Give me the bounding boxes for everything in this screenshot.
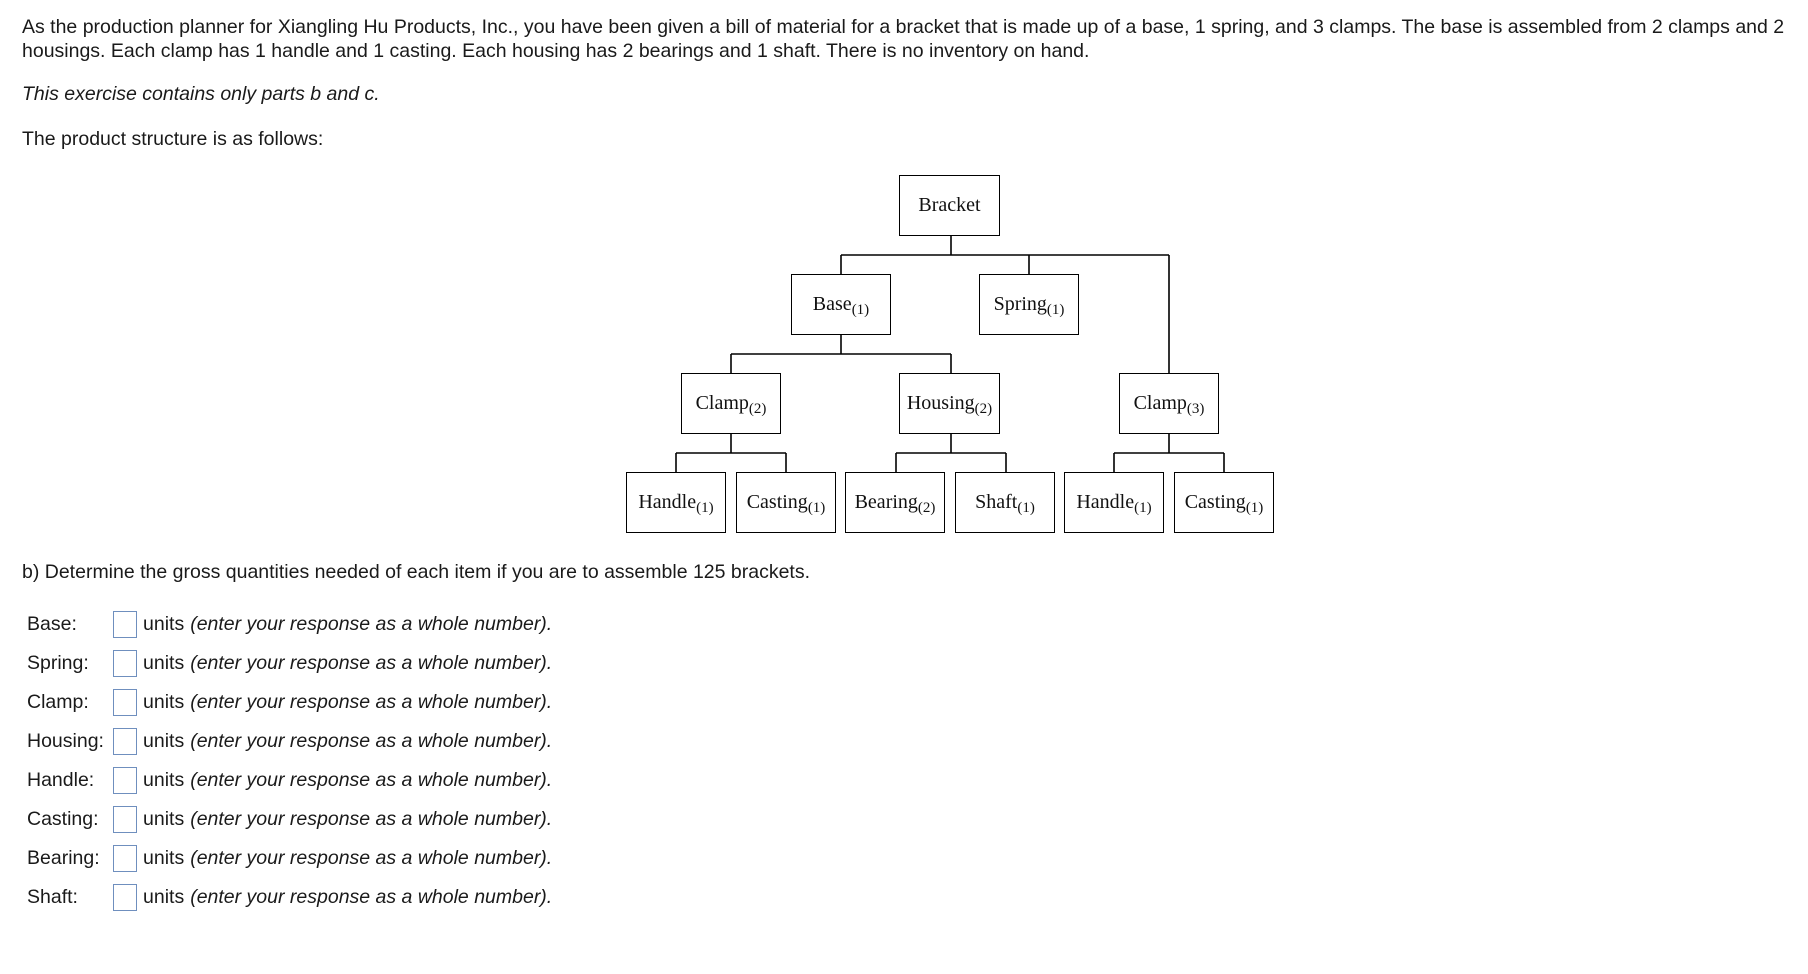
- hint-text: (enter your response as a whole number).: [190, 885, 553, 908]
- bearing-quantity-input[interactable]: [113, 844, 137, 872]
- shaft-quantity-input[interactable]: [113, 883, 137, 911]
- node-name: Base: [812, 293, 852, 315]
- node-qty: (1): [696, 500, 714, 516]
- node-qty: (2): [917, 500, 936, 516]
- node-name: Clamp: [1133, 392, 1187, 414]
- clamp-quantity-input[interactable]: [113, 688, 137, 716]
- answer-label: Shaft:: [27, 885, 78, 908]
- node-handle-base: Handle(1): [626, 472, 726, 533]
- node-bracket: Bracket: [899, 175, 1000, 236]
- node-qty: (1): [807, 500, 826, 516]
- node-casting-base: Casting(1): [736, 472, 836, 533]
- node-qty: (1): [1245, 500, 1264, 516]
- structure-label: The product structure is as follows:: [22, 128, 324, 150]
- handle-quantity-input[interactable]: [113, 766, 137, 794]
- node-clamp-bracket: Clamp(3): [1119, 373, 1219, 434]
- answer-row-bearing: Bearing: units (enter your response as a…: [27, 843, 552, 873]
- node-name: Handle: [638, 491, 697, 513]
- node-qty: (1): [1134, 500, 1152, 516]
- problem-statement: As the production planner for Xiangling …: [22, 16, 1785, 62]
- node-name: Spring: [993, 293, 1047, 315]
- answer-row-casting: Casting: units (enter your response as a…: [27, 804, 552, 834]
- node-qty: (3): [1186, 401, 1205, 417]
- unit-text: units: [143, 729, 185, 752]
- hint-text: (enter your response as a whole number).: [190, 846, 553, 869]
- answer-label: Casting:: [27, 807, 99, 830]
- node-qty: (2): [974, 401, 993, 417]
- unit-text: units: [143, 651, 185, 674]
- node-housing: Housing(2): [899, 373, 1000, 434]
- node-name: Shaft: [975, 491, 1018, 513]
- hint-text: (enter your response as a whole number).: [190, 768, 553, 791]
- answer-row-shaft: Shaft: units (enter your response as a w…: [27, 882, 552, 912]
- node-shaft: Shaft(1): [955, 472, 1055, 533]
- question-b: b) Determine the gross quantities needed…: [22, 561, 811, 583]
- node-spring: Spring(1): [979, 274, 1079, 335]
- node-name: Bearing: [854, 491, 918, 513]
- base-quantity-input[interactable]: [113, 610, 137, 638]
- parts-note: This exercise contains only parts b and …: [22, 83, 380, 105]
- answer-label: Spring:: [27, 651, 89, 674]
- unit-text: units: [143, 690, 185, 713]
- node-qty: (1): [1046, 302, 1065, 318]
- node-qty: (2): [748, 401, 767, 417]
- answer-label: Base:: [27, 612, 77, 635]
- node-name: Bracket: [918, 194, 981, 216]
- unit-text: units: [143, 612, 185, 635]
- answer-label: Handle:: [27, 768, 95, 791]
- unit-text: units: [143, 846, 185, 869]
- answer-label: Bearing:: [27, 846, 100, 869]
- housing-quantity-input[interactable]: [113, 727, 137, 755]
- node-qty: (1): [851, 302, 870, 318]
- unit-text: units: [143, 807, 185, 830]
- node-casting-bracket: Casting(1): [1174, 472, 1274, 533]
- node-name: Clamp: [695, 392, 749, 414]
- answer-row-housing: Housing: units (enter your response as a…: [27, 726, 552, 756]
- node-bearing: Bearing(2): [845, 472, 945, 533]
- hint-text: (enter your response as a whole number).: [190, 612, 553, 635]
- hint-text: (enter your response as a whole number).: [190, 807, 553, 830]
- node-base: Base(1): [791, 274, 891, 335]
- answer-row-spring: Spring: units (enter your response as a …: [27, 648, 552, 678]
- node-name: Housing: [906, 392, 975, 414]
- unit-text: units: [143, 768, 185, 791]
- answer-label: Clamp:: [27, 690, 89, 713]
- node-name: Casting: [1184, 491, 1246, 513]
- spring-quantity-input[interactable]: [113, 649, 137, 677]
- casting-quantity-input[interactable]: [113, 805, 137, 833]
- node-clamp-base: Clamp(2): [681, 373, 781, 434]
- hint-text: (enter your response as a whole number).: [190, 651, 553, 674]
- node-name: Casting: [746, 491, 808, 513]
- hint-text: (enter your response as a whole number).: [190, 690, 553, 713]
- node-name: Handle: [1076, 491, 1135, 513]
- unit-text: units: [143, 885, 185, 908]
- answer-row-base: Base: units (enter your response as a wh…: [27, 609, 552, 639]
- node-qty: (1): [1017, 500, 1035, 516]
- hint-text: (enter your response as a whole number).: [190, 729, 553, 752]
- node-handle-bracket: Handle(1): [1064, 472, 1164, 533]
- answer-row-handle: Handle: units (enter your response as a …: [27, 765, 552, 795]
- answer-label: Housing:: [27, 729, 104, 752]
- answer-row-clamp: Clamp: units (enter your response as a w…: [27, 687, 552, 717]
